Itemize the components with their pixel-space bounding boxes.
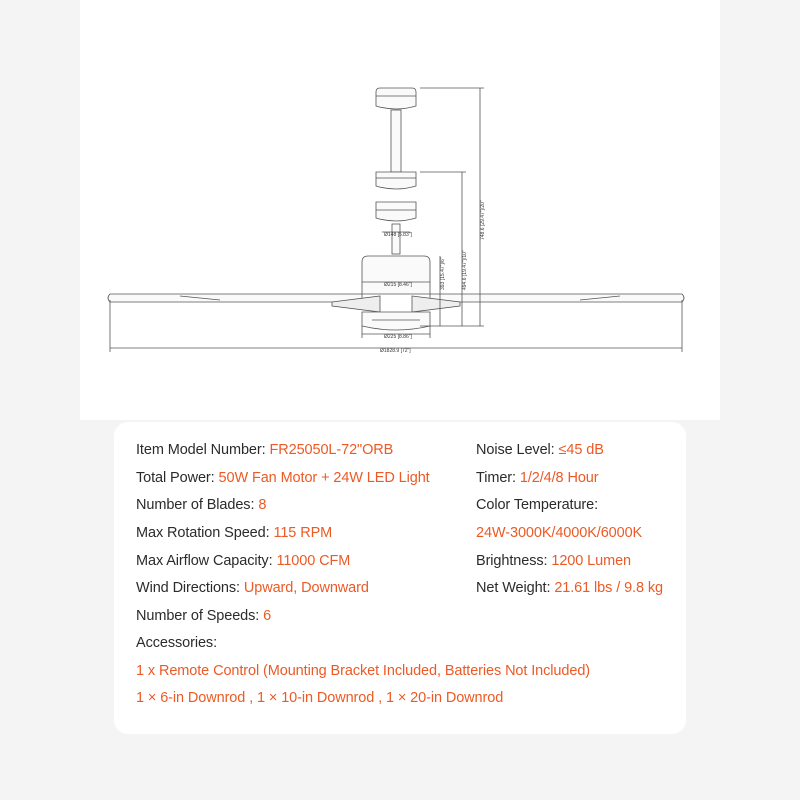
spec-item-model: Item Model Number: FR25050L-72"ORB xyxy=(136,442,394,458)
spec-net-weight: Net Weight: 21.61 lbs / 9.8 kg xyxy=(476,580,663,596)
spec-color-temp-value: 24W-3000K/4000K/6000K xyxy=(476,525,643,541)
spec-accessory-line-2: 1 × 6-in Downrod , 1 × 10-in Downrod , 1… xyxy=(136,690,504,706)
dim-height-long: 748.6 [29.47"]/20" xyxy=(480,200,486,240)
spec-total-power: Total Power: 50W Fan Motor + 24W LED Lig… xyxy=(136,470,430,486)
spec-accessory-line-1: 1 x Remote Control (Mounting Bracket Inc… xyxy=(136,663,591,679)
spec-color-temp-label: Color Temperature: xyxy=(476,497,599,513)
dim-span: Ø1828.9 [72"] xyxy=(380,348,411,354)
light-kit-shape xyxy=(361,311,431,331)
dim-height-short: 393 [15.47"]/6" xyxy=(440,257,446,290)
fan-diagram-svg: Ø148 [5.83"] Ø215 [8.46"] Ø225 [8.86"] Ø… xyxy=(107,87,685,354)
dim-height-mid: 494.6 [19.47"]/10" xyxy=(462,250,468,290)
spec-wind-directions: Wind Directions: Upward, Downward xyxy=(136,580,369,596)
spec-speeds: Number of Speeds: 6 xyxy=(136,608,272,624)
motor-housing-shape xyxy=(361,255,431,295)
dim-light: Ø225 [8.86"] xyxy=(384,334,413,340)
dim-downrod-cap: Ø148 [5.83"] xyxy=(384,232,413,238)
coupler-lower-shape xyxy=(375,201,417,222)
spec-airflow: Max Airflow Capacity: 11000 CFM xyxy=(136,553,351,569)
dim-motor: Ø215 [8.46"] xyxy=(384,282,413,288)
spec-timer: Timer: 1/2/4/8 Hour xyxy=(476,470,599,486)
spec-rotation-speed: Max Rotation Speed: 115 RPM xyxy=(136,525,333,541)
spec-brightness: Brightness: 1200 Lumen xyxy=(476,553,631,569)
spec-accessories-label: Accessories: xyxy=(136,635,217,651)
downrod-shape xyxy=(390,109,402,173)
blade-right-shape xyxy=(429,293,685,303)
spec-blades: Number of Blades: 8 xyxy=(136,497,267,513)
blade-left-shape xyxy=(107,293,363,303)
canopy-shape xyxy=(375,87,417,110)
coupler-upper-shape xyxy=(375,171,417,190)
spec-noise: Noise Level: ≤45 dB xyxy=(476,442,604,458)
fan-technical-drawing: Ø148 [5.83"] Ø215 [8.46"] Ø225 [8.86"] Ø… xyxy=(80,0,720,420)
spec-card: Item Model Number: FR25050L-72"ORB Total… xyxy=(114,422,686,734)
